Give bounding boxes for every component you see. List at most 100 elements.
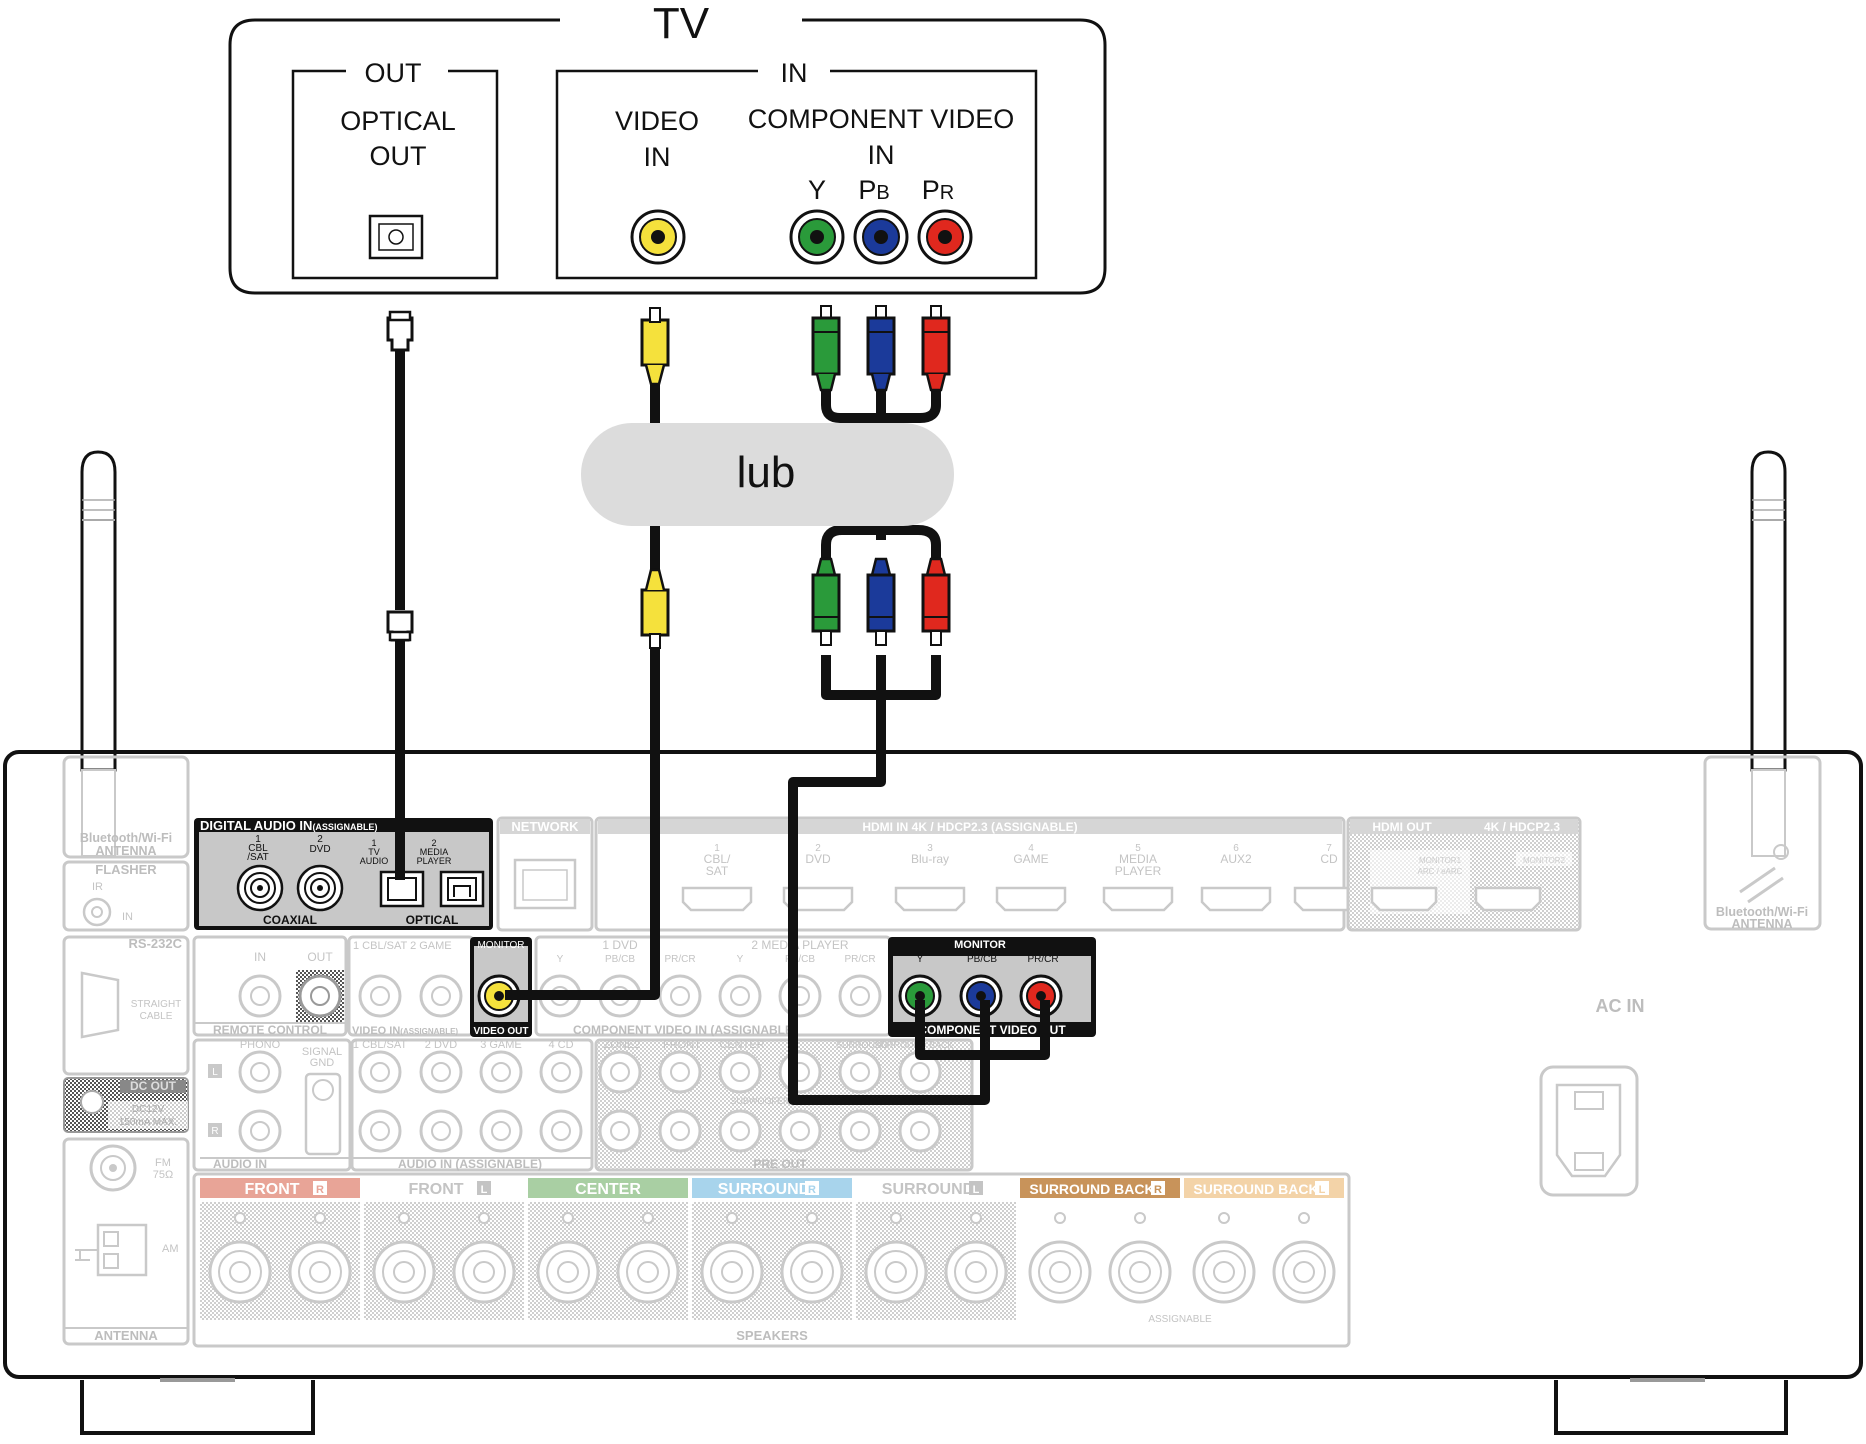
right-antenna-label-2: ANTENNA	[1731, 917, 1792, 931]
optical-cable	[386, 310, 414, 880]
hdmi-in-port-label: 6	[1233, 843, 1239, 854]
opt-2-line2: PLAYER	[417, 856, 452, 866]
speaker-group-label: SURROUND	[882, 1181, 974, 1198]
audio-in-assignable-jack	[479, 1050, 523, 1094]
hdmi-in-port-label: CD	[1320, 852, 1338, 866]
audio-in-assignable-jack	[419, 1050, 463, 1094]
component-out-pb: PB/CB	[967, 954, 997, 965]
pre-out-jack	[598, 1109, 642, 1153]
flasher-title: FLASHER	[95, 862, 157, 877]
component-out-pr: PR/CR	[1027, 954, 1058, 965]
hdmi-in-port-label: SAT	[706, 864, 729, 878]
audio-in-assignable-title: AUDIO IN (ASSIGNABLE)	[398, 1157, 542, 1171]
opt-1-line2: AUDIO	[360, 856, 389, 866]
signal-gnd-2: GND	[310, 1057, 335, 1069]
video-in-panel: 1 CBL/SAT 2 GAME VIDEO IN(ASSIGNABLE)	[347, 935, 475, 1037]
opt-1-line1: TV	[368, 847, 380, 857]
speaker-group-label: SURROUND BACK	[1029, 1181, 1154, 1197]
tv-title: TV	[653, 0, 710, 48]
audio-in-assignable-input-label: 4 CD	[548, 1039, 573, 1051]
hdmi-out-monitor2: MONITOR2	[1523, 856, 1566, 865]
hdmi-in-port-label: 1	[714, 843, 720, 854]
pre-out-label: SURROUND	[836, 1040, 889, 1050]
rs232c-cable-1: STRAIGHT	[131, 999, 182, 1010]
opt-2-line1: MEDIA	[420, 847, 449, 857]
pre-out-jack	[658, 1050, 702, 1094]
rs232c-cable-2: CABLE	[140, 1011, 173, 1022]
tv-box: TV OUT OPTICAL OUT IN VIDEO IN COMPONENT…	[228, 0, 1107, 295]
pre-out-jacks	[598, 1050, 942, 1153]
speaker-side-badge: R	[316, 1184, 324, 1196]
pre-out-jack	[658, 1109, 702, 1153]
rca-plug	[866, 557, 896, 646]
pre-out-jack	[598, 1050, 642, 1094]
pre-out-jack	[778, 1050, 822, 1094]
video-out-title: VIDEO OUT	[473, 1026, 528, 1037]
cables	[386, 305, 1050, 1105]
audio-in-assignable-jack	[539, 1109, 583, 1153]
tv-optical-out-jack	[368, 214, 424, 260]
hdmi-in-port-label: 5	[1135, 843, 1141, 854]
coaxial-jack-2	[296, 864, 344, 912]
pre-out-label: CENTER	[719, 1039, 764, 1051]
hdmi-in-port-label: PLAYER	[1115, 864, 1162, 878]
component-rca-plugs	[811, 305, 951, 646]
opt-2-num: 2	[431, 838, 436, 848]
audio-in-assignable-jacks	[358, 1050, 583, 1153]
component-in-ch-label: PB/CB	[605, 954, 635, 965]
pre-out-jack	[838, 1109, 882, 1153]
speaker-group: FRONT R	[200, 1178, 360, 1320]
optical-label: OPTICAL	[406, 913, 459, 927]
hdmi-in-port-7: 7CD	[1293, 843, 1365, 912]
component-in-jack: Y	[538, 954, 582, 1018]
component-out-y: Y	[917, 954, 924, 965]
left-column: Bluetooth/Wi-Fi ANTENNA FLASHER IR IN RS…	[62, 755, 190, 1346]
audio-in-assignable-jack	[419, 1109, 463, 1153]
audio-in-panel: PHONO SIGNAL GND L R AUDIO IN	[192, 1038, 352, 1172]
ac-in-label: AC IN	[1596, 996, 1645, 1016]
receiver: Bluetooth/Wi-Fi ANTENNA FLASHER IR IN RS…	[3, 450, 1863, 1435]
speaker-side-badge: L	[1319, 1184, 1326, 1196]
video-in-title: VIDEO IN(ASSIGNABLE)	[352, 1025, 458, 1037]
pre-out-label: SURROUND BACK	[874, 1040, 953, 1050]
antenna-fm-1: FM	[155, 1157, 171, 1169]
speaker-side-badge: L	[481, 1184, 488, 1196]
component-out-title: COMPONENT VIDEO OUT	[918, 1023, 1066, 1037]
component-in-group1: 1 DVD	[602, 938, 638, 952]
hdmi-in-port-label: 7	[1326, 843, 1332, 854]
hdmi-in-port-label: 4	[1028, 843, 1034, 854]
antenna-fm-2: 75Ω	[153, 1169, 173, 1181]
tv-out-label: OUT	[365, 58, 422, 88]
flasher-in-label: IN	[122, 911, 133, 923]
component-in-jack: PR/CR	[838, 954, 882, 1018]
component-in-title: COMPONENT VIDEO IN (ASSIGNABLE)	[573, 1023, 797, 1037]
speaker-group-label: FRONT	[244, 1181, 299, 1198]
component-in-ch-label: PR/CR	[664, 954, 695, 965]
tv-video-in-line1: VIDEO	[615, 106, 699, 136]
left-antenna	[80, 450, 117, 772]
speaker-group-label: SURROUND	[718, 1181, 810, 1198]
audio-in-assignable-jack	[479, 1109, 523, 1153]
speaker-side-badge: R	[808, 1184, 816, 1196]
antenna-title: ANTENNA	[94, 1328, 158, 1343]
speakers-title: SPEAKERS	[736, 1328, 808, 1343]
tv-y-label: Y	[808, 175, 826, 205]
pre-out-title: PRE OUT	[753, 1157, 807, 1171]
audio-in-assignable-input-label: 2 DVD	[425, 1039, 457, 1051]
audio-in-title: AUDIO IN	[213, 1157, 267, 1171]
audio-in-assignable-jack	[358, 1109, 402, 1153]
right-antenna	[1750, 450, 1787, 772]
speakers-assignable: ASSIGNABLE	[1148, 1314, 1212, 1325]
hdmi-out-monitor1-arc: ARC / eARC	[1418, 867, 1463, 876]
